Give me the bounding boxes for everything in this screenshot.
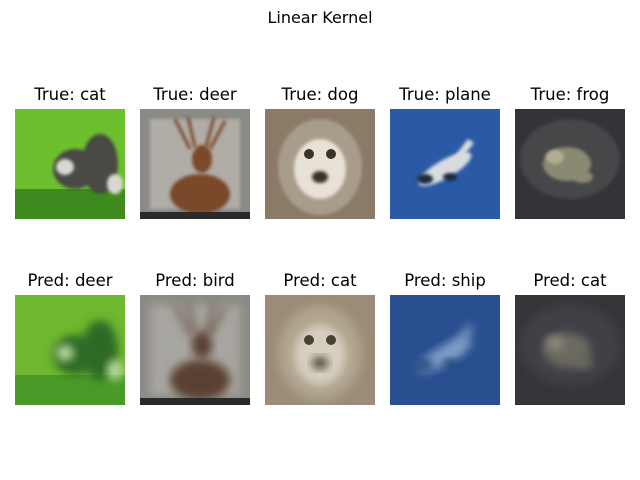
pred-label: Pred: cat (283, 271, 357, 290)
reconstructed-image (390, 295, 500, 405)
input-image (265, 109, 375, 219)
input-image (15, 109, 125, 219)
true-label: True: plane (399, 85, 491, 104)
pred-label: Pred: bird (155, 271, 235, 290)
reconstructed-image (140, 295, 250, 405)
pred-label: Pred: deer (27, 271, 113, 290)
input-image (140, 109, 250, 219)
true-label: True: deer (153, 85, 237, 104)
pred-label: Pred: cat (533, 271, 607, 290)
reconstructed-image (515, 295, 625, 405)
pred-label: Pred: ship (404, 271, 486, 290)
figure-title: Linear Kernel (267, 8, 373, 27)
reconstructed-image (265, 295, 375, 405)
true-label: True: cat (34, 85, 106, 104)
true-label: True: frog (530, 85, 610, 104)
input-image (515, 109, 625, 219)
input-image (390, 109, 500, 219)
true-label: True: dog (281, 85, 359, 104)
reconstructed-image (15, 295, 125, 405)
